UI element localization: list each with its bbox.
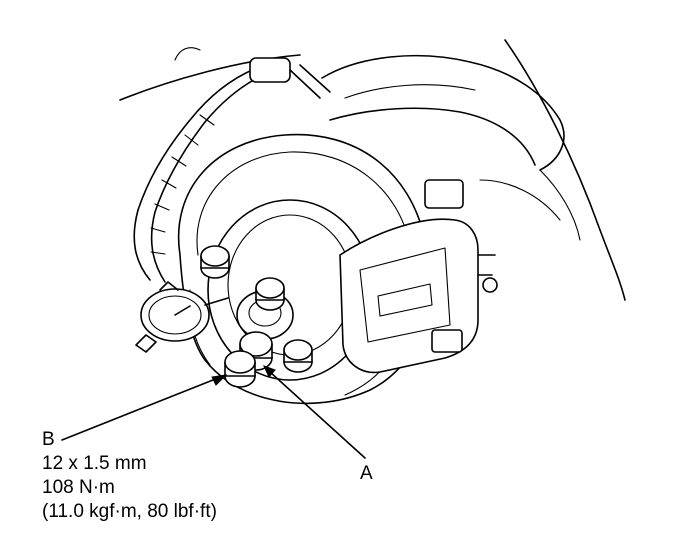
suspension-arm — [119, 39, 626, 301]
dial-indicator — [133, 57, 331, 353]
wheel-nut — [224, 350, 256, 388]
callout-b-torque-nm: 108 N·m — [42, 477, 115, 498]
brake-caliper — [339, 179, 498, 374]
callout-b-letter: B — [42, 429, 55, 450]
arrowhead-a — [263, 365, 276, 378]
callout-a-letter: A — [360, 463, 373, 484]
leader-line-b — [61, 377, 219, 441]
callout-b-size: 12 x 1.5 mm — [42, 453, 147, 474]
leader-lines — [61, 365, 366, 459]
arrowhead-b — [211, 374, 228, 386]
leader-line-a — [269, 371, 366, 459]
callout-b-torque-alt: (11.0 kgf·m, 80 lbf·ft) — [42, 501, 217, 522]
